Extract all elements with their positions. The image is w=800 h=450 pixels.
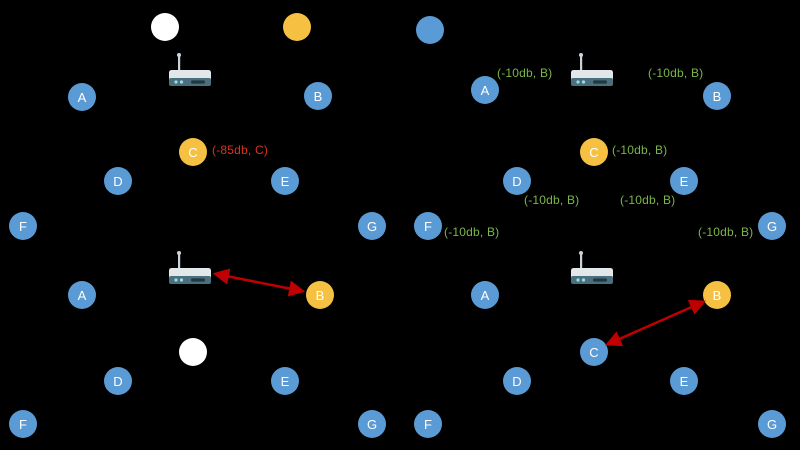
signal-annotation: (-10db, B) bbox=[524, 193, 580, 207]
legend-circle-blue bbox=[416, 16, 444, 44]
legend-circle-white bbox=[151, 13, 179, 41]
wifi-router-icon bbox=[571, 53, 613, 86]
node-top-left-E: E bbox=[271, 167, 299, 195]
node-top-right-D: D bbox=[503, 167, 531, 195]
signal-annotation: (-10db, B) bbox=[612, 143, 668, 157]
node-bottom-right-F: F bbox=[414, 410, 442, 438]
node-bottom-right-A: A bbox=[471, 281, 499, 309]
router-icon bbox=[568, 249, 616, 291]
node-bottom-left-A: A bbox=[68, 281, 96, 309]
router-icon bbox=[166, 249, 214, 291]
signal-annotation: (-10db, B) bbox=[444, 225, 500, 239]
signal-annotation: (-10db, B) bbox=[620, 193, 676, 207]
legend-circle-yellow bbox=[283, 13, 311, 41]
node-top-left-G: G bbox=[358, 212, 386, 240]
node-bottom-left-G: G bbox=[358, 410, 386, 438]
router-icon bbox=[568, 51, 616, 93]
node-bottom-right-E: E bbox=[670, 367, 698, 395]
signal-annotation: (-85db, C) bbox=[212, 143, 269, 157]
router-icon bbox=[166, 51, 214, 93]
signal-annotation: (-10db, B) bbox=[648, 66, 704, 80]
wifi-router-icon bbox=[169, 53, 211, 86]
node-top-left-F: F bbox=[9, 212, 37, 240]
signal-annotation: (-10db, B) bbox=[698, 225, 754, 239]
node-bottom-left-C: C bbox=[179, 338, 207, 366]
node-bottom-right-D: D bbox=[503, 367, 531, 395]
node-top-right-C: C bbox=[580, 138, 608, 166]
node-bottom-left-B: B bbox=[306, 281, 334, 309]
node-top-left-B: B bbox=[304, 82, 332, 110]
node-top-left-D: D bbox=[104, 167, 132, 195]
node-bottom-left-E: E bbox=[271, 367, 299, 395]
node-top-right-A: A bbox=[471, 76, 499, 104]
node-top-right-F: F bbox=[414, 212, 442, 240]
node-top-right-E: E bbox=[670, 167, 698, 195]
node-top-right-B: B bbox=[703, 82, 731, 110]
node-bottom-right-G: G bbox=[758, 410, 786, 438]
node-top-left-A: A bbox=[68, 83, 96, 111]
node-bottom-left-D: D bbox=[104, 367, 132, 395]
node-bottom-right-C: C bbox=[580, 338, 608, 366]
signal-annotation: (-10db, B) bbox=[497, 66, 553, 80]
node-bottom-left-F: F bbox=[9, 410, 37, 438]
node-top-right-G: G bbox=[758, 212, 786, 240]
node-bottom-right-B: B bbox=[703, 281, 731, 309]
wifi-router-icon bbox=[571, 251, 613, 284]
wifi-router-icon bbox=[169, 251, 211, 284]
node-top-left-C: C bbox=[179, 138, 207, 166]
